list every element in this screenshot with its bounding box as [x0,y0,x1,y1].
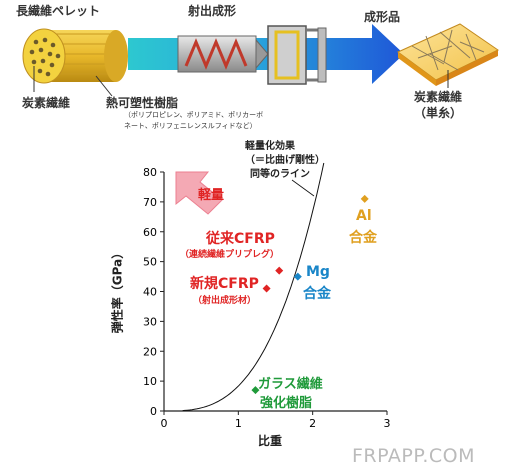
product-label: 成形品 [364,10,401,24]
x-axis-label: 比重 [258,434,283,448]
molded-product-icon [397,23,499,86]
curve-label-leader [291,179,315,197]
data-point-3 [360,194,369,203]
x-tick-label: 2 [309,417,316,430]
label-conventional-cfrp: 従来CFRP [206,231,275,247]
y-tick-label: 50 [143,256,157,269]
lightweight-label: 軽量 [198,188,225,203]
y-tick-label: 40 [143,286,157,299]
y-tick-label: 70 [143,196,157,209]
y-tick-label: 20 [143,345,157,358]
injection-machine-icon [177,25,327,85]
product-fiber-sublabel: （単糸） [414,106,463,120]
curve-label-line2: （＝比曲げ剛性） [245,155,325,166]
data-point-0 [275,266,284,275]
label-mg: Mg [306,264,330,280]
process-illustration [22,23,499,97]
label-mg-alloy: 合金 [303,286,331,302]
resin-examples-line2: ネート、ポリフェニレンスルフィドなど） [124,122,257,130]
pellet-label: 長繊維ペレット [16,4,101,18]
x-tick-label: 3 [384,417,391,430]
equal-stiffness-curve [182,162,325,412]
sublabel-conventional-cfrp: （連続繊維プリプレグ） [180,250,280,260]
lightweight-arrow-icon [175,171,223,215]
y-tick-label: 80 [143,166,157,179]
y-tick-label: 0 [150,405,157,418]
y-tick-label: 30 [143,315,157,328]
equal-stiffness-line [182,162,325,412]
x-tick-label: 0 [161,417,168,430]
x-tick-label: 1 [235,417,242,430]
data-point-4 [251,386,260,395]
product-fiber-label: 炭素繊維 [414,90,463,104]
carbon-fiber-label: 炭素繊維 [22,96,71,110]
resin-label: 熱可塑性樹脂 [106,96,179,110]
y-axis-label: 弾性率（GPa） [110,246,125,334]
watermark: FRPAPP.COM [352,445,475,467]
label-al-alloy: 合金 [349,230,377,246]
curve-label-line1: 軽量化効果 [245,141,295,152]
chart-axes: 0 10 20 30 40 50 60 70 80 0 1 2 3 [143,166,391,430]
sublabel-new-cfrp: （射出成形材） [193,296,257,306]
y-tick-label: 10 [143,375,157,388]
curve-label-line3: 同等のライン [250,169,310,180]
label-glass-fiber-resin: 強化樹脂 [260,396,313,411]
molding-label: 射出成形 [188,4,237,18]
label-new-cfrp: 新規CFRP [190,276,259,292]
chart-points [251,194,369,395]
data-point-2 [293,272,302,281]
label-al: Al [356,208,372,224]
lightweight-arrow-shape [175,171,223,215]
y-tick-label: 60 [143,226,157,239]
resin-examples-line1: （ポリプロピレン、ポリアミド、ポリカーボ [124,111,264,119]
data-point-1 [262,284,271,293]
label-glass-fiber: ガラス繊維 [258,377,323,392]
pellet-cylinder-icon [22,28,128,84]
